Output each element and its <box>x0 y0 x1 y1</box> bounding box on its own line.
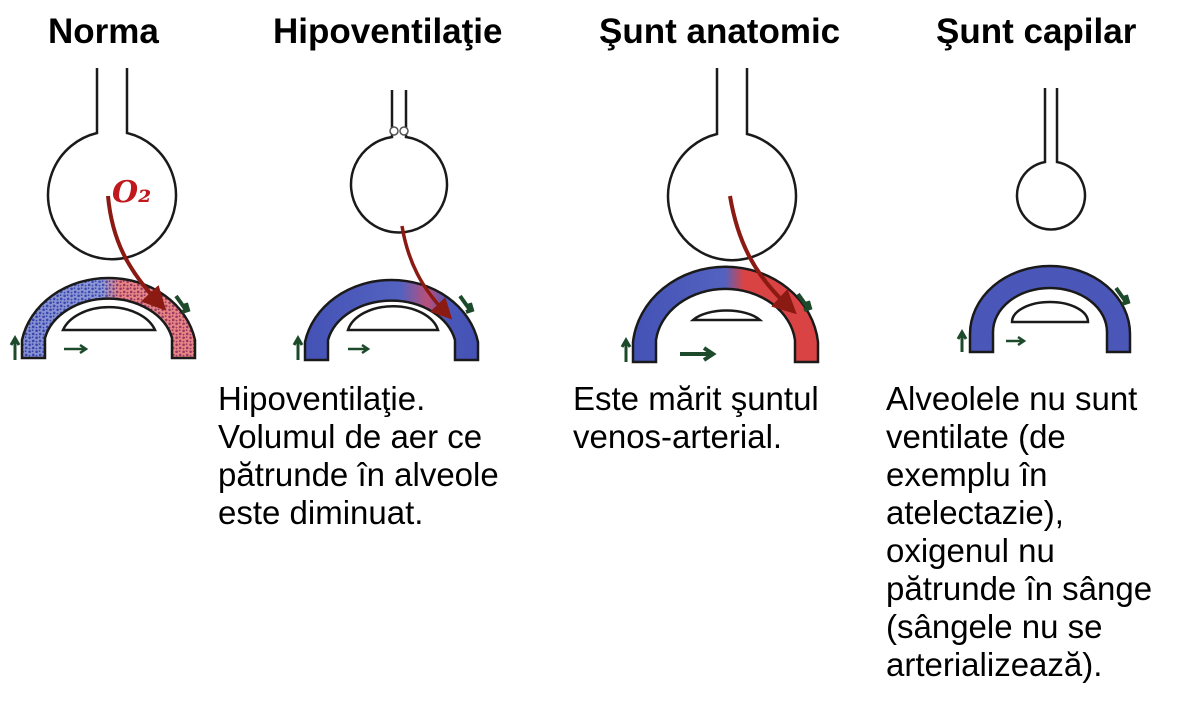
description-line: Alveolele nu sunt <box>886 380 1152 418</box>
anatomic-shunt-flow-arrow <box>680 348 713 360</box>
norma-inflow-arrow <box>11 338 19 360</box>
description-line: venos-arterial. <box>573 418 819 456</box>
norma-diagram <box>11 68 195 360</box>
description-line: arterializează). <box>886 646 1152 684</box>
norma-capillary <box>22 278 195 358</box>
hypoventilation-inflow-arrow <box>294 338 302 360</box>
hypoventilation-flow-arrow <box>348 345 368 353</box>
description-line: exemplu în <box>886 456 1152 494</box>
hypoventilation-capillary <box>305 280 478 360</box>
description-line: oxigenul nu <box>886 532 1152 570</box>
capillary-shunt-capillary <box>970 266 1130 352</box>
anatomic-shunt-inflow-arrow <box>622 340 630 362</box>
anatomic-shunt-alveolus <box>668 68 796 260</box>
description-line: pătrunde în alveole <box>218 456 499 494</box>
description-line: Este mărit şuntul <box>573 380 819 418</box>
capillary-shunt-description: Alveolele nu sunt ventilate (de exemplu … <box>886 380 1152 684</box>
anatomic-shunt-capillary <box>633 267 818 362</box>
description-line: ventilate (de <box>886 418 1152 456</box>
description-line: (sângele nu se <box>886 608 1152 646</box>
description-line: pătrunde în sânge <box>886 570 1152 608</box>
airway-narrowing-icon <box>390 127 408 135</box>
norma-alveolus <box>48 68 176 259</box>
capillary-shunt-flow-arrow <box>1006 337 1024 345</box>
capillary-shunt-diagram <box>958 88 1130 352</box>
description-line: este diminuat. <box>218 494 499 532</box>
anatomic-shunt-diagram <box>622 68 818 362</box>
norma-flow-arrow <box>64 345 86 353</box>
hypoventilation-alveolus <box>351 90 447 232</box>
norma-o2-label: O₂ <box>112 175 151 210</box>
hypoventilation-diagram <box>294 90 478 360</box>
hypoventilation-description: Hipoventilaţie. Volumul de aer ce pătrun… <box>218 380 499 532</box>
description-line: Hipoventilaţie. <box>218 380 499 418</box>
capillary-shunt-inflow-arrow <box>958 332 966 352</box>
description-line: atelectazie), <box>886 494 1152 532</box>
anatomic-shunt-description: Este mărit şuntul venos-arterial. <box>573 380 819 456</box>
description-line: Volumul de aer ce <box>218 418 499 456</box>
capillary-shunt-alveolus <box>1017 88 1085 229</box>
